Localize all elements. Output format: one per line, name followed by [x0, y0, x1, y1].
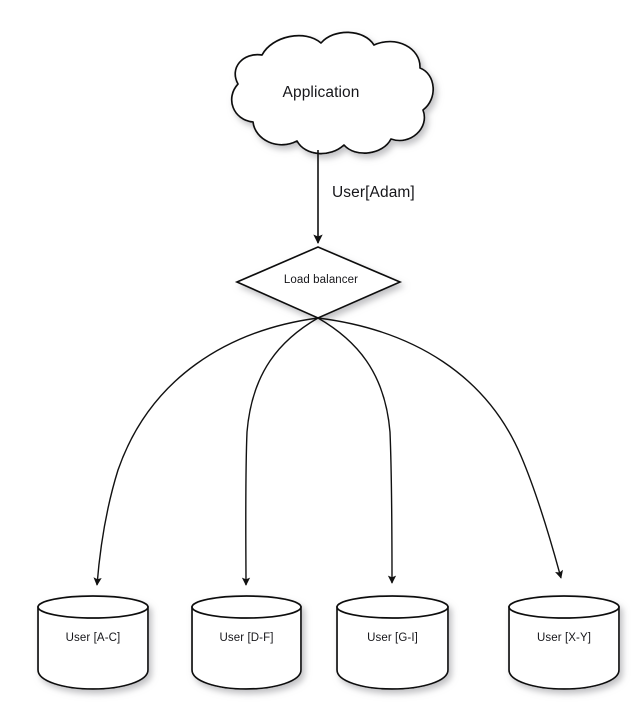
node-cloud-application[interactable]	[230, 31, 434, 155]
node-cylinder-db-3[interactable]	[508, 595, 620, 690]
cylinder-top	[191, 595, 302, 619]
cylinder-body	[336, 606, 449, 690]
cylinder-top	[508, 595, 620, 619]
cylinder-body	[37, 606, 149, 690]
cylinder-body	[191, 606, 302, 690]
node-cylinder-db-0[interactable]	[37, 595, 149, 690]
diamond-shape	[234, 246, 403, 319]
node-cylinder-db-2[interactable]	[336, 595, 449, 690]
cylinder-top	[37, 595, 149, 619]
edge-lb-to-db-0[interactable]	[93, 317, 319, 586]
node-diamond-loadbalancer[interactable]	[234, 246, 403, 319]
node-cylinder-db-1[interactable]	[191, 595, 302, 690]
cloud-shape	[230, 31, 434, 155]
cylinder-body	[508, 606, 620, 690]
cylinder-top	[336, 595, 449, 619]
edge-lb-to-db-3[interactable]	[317, 317, 563, 579]
edge-lb-to-db-1[interactable]	[241, 317, 319, 586]
edge-lb-to-db-2[interactable]	[317, 317, 397, 584]
